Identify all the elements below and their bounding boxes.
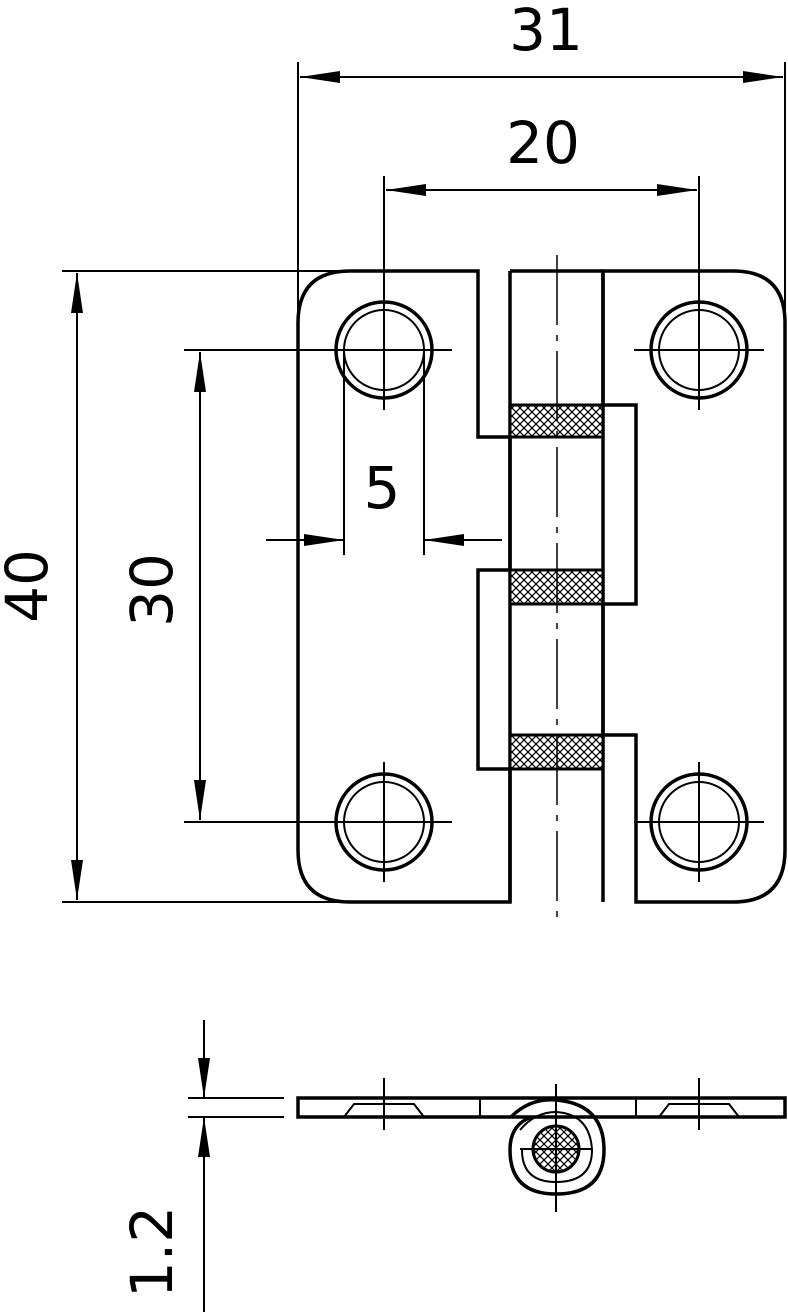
- dimension-hole-diameter: 5: [266, 454, 502, 546]
- side-view-leaves: [296, 1096, 787, 1119]
- dimension-hole-spacing-vertical: 30: [118, 349, 320, 823]
- dimension-label-30: 30: [118, 553, 186, 627]
- dimension-label-1-2: 1.2: [118, 1206, 186, 1298]
- dimension-overall-width: 31: [297, 0, 786, 323]
- hinge-front-view: [296, 255, 787, 920]
- right-leaf-outline: [601, 269, 787, 904]
- dimension-label-40: 40: [0, 549, 61, 623]
- left-leaf-outline: [296, 269, 512, 904]
- dimension-label-5: 5: [364, 454, 401, 522]
- dimension-label-20: 20: [506, 109, 580, 177]
- dimension-thickness: 1.2: [118, 1020, 284, 1312]
- dimension-hole-spacing-horizontal: 20: [383, 109, 700, 300]
- center-lines: [318, 255, 764, 920]
- dimension-overall-height: 40: [0, 270, 350, 903]
- dimension-label-31: 31: [509, 0, 583, 64]
- hinge-side-view: [296, 1078, 787, 1212]
